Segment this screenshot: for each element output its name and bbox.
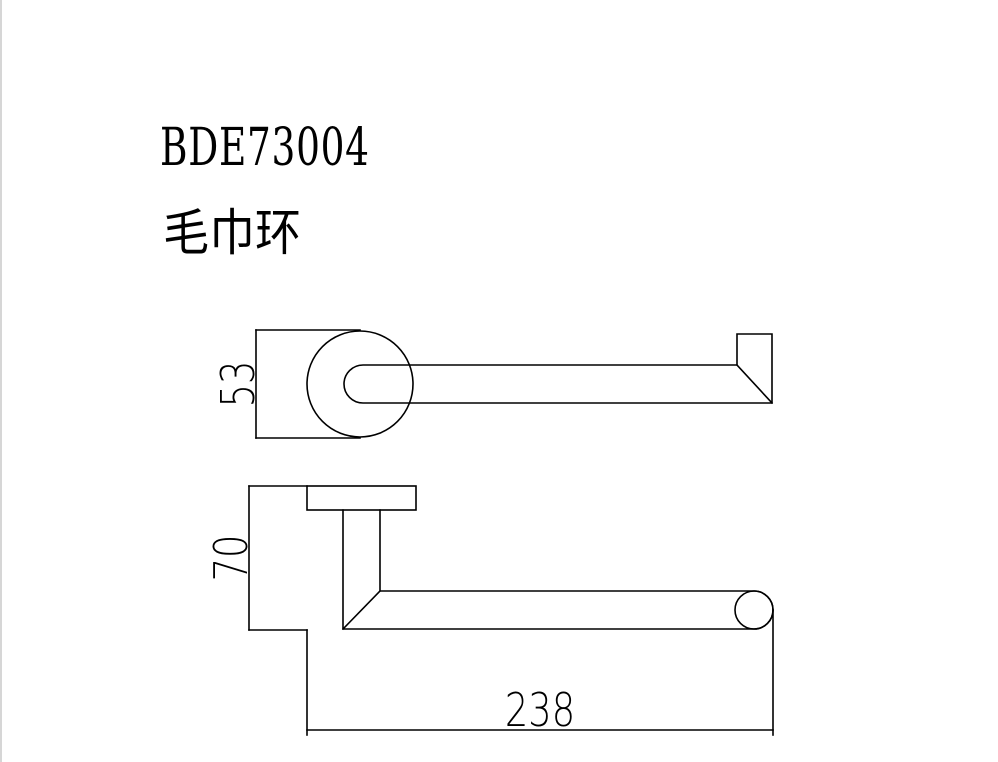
dim-53-label: 53: [211, 361, 265, 408]
side-view: [248, 485, 774, 736]
dim-238-label: 238: [505, 683, 575, 737]
post-arm-bend: [341, 589, 382, 631]
dim-70-label: 70: [204, 535, 258, 582]
top-view: [255, 329, 774, 439]
arm-bend-diagonal: [735, 363, 774, 405]
page-edge-rule: [0, 0, 2, 762]
wall-plate: [306, 485, 417, 511]
base-flange-circle: [306, 330, 414, 438]
arm-outline-top: [343, 333, 773, 404]
model-code: BDE73004: [160, 118, 370, 178]
post-arm-outline: [342, 509, 774, 630]
product-name: 毛巾环: [163, 204, 301, 262]
arm-end-cap: [734, 590, 774, 630]
